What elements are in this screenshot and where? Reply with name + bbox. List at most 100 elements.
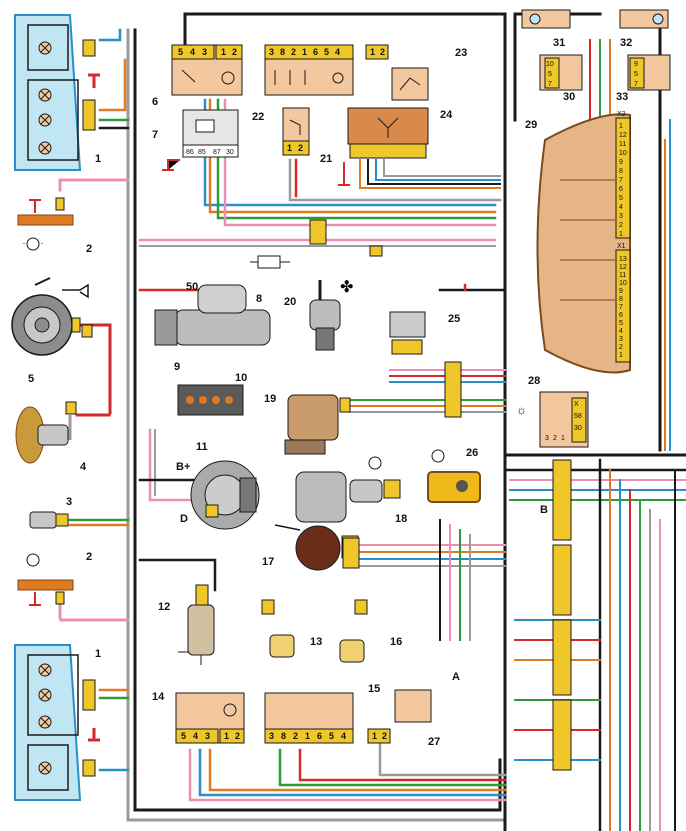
switch-33: 9 5 7 bbox=[627, 54, 671, 91]
label-15: 15 bbox=[368, 683, 380, 695]
label-12: 12 bbox=[158, 601, 170, 613]
pin: 3 bbox=[269, 731, 274, 741]
label-3: 3 bbox=[66, 496, 72, 508]
pin: 5 bbox=[181, 731, 186, 741]
switch-23 bbox=[391, 67, 429, 101]
pin: 86 bbox=[186, 149, 194, 156]
switch-22: 3 8 2 1 6 5 4 1 2 bbox=[264, 44, 389, 96]
switch-31 bbox=[521, 9, 571, 29]
label-13: 13 bbox=[310, 636, 322, 648]
pin: 9 bbox=[619, 288, 623, 295]
pin: 2 bbox=[619, 344, 623, 351]
valve-12 bbox=[178, 584, 215, 665]
cluster-x2-pins: 1 12 11 10 9 8 7 6 5 4 3 2 1 bbox=[619, 123, 627, 238]
label-10: 10 bbox=[235, 372, 247, 384]
pin: 1 bbox=[305, 731, 310, 741]
pin: 5 bbox=[178, 47, 183, 57]
headlamp-bottom bbox=[14, 644, 100, 801]
label-14: 14 bbox=[152, 691, 165, 703]
pin: 3 bbox=[269, 47, 274, 57]
label-5: 5 bbox=[28, 373, 34, 385]
brake-switch-bottom bbox=[17, 553, 74, 606]
temperature-sensor bbox=[29, 511, 69, 529]
switch-27: 1 2 bbox=[367, 689, 432, 744]
pin: 2 bbox=[235, 731, 240, 741]
pin: 7 bbox=[548, 81, 552, 88]
pin: 3 bbox=[202, 47, 207, 57]
pin: 4 bbox=[619, 328, 623, 335]
pin: 2 bbox=[232, 47, 237, 57]
cluster-x1-pins: 13 12 11 10 9 8 7 6 5 4 3 2 1 bbox=[619, 256, 627, 359]
pin: 1 bbox=[221, 47, 226, 57]
oil-pressure-sensor bbox=[15, 401, 77, 464]
pin: 1 bbox=[619, 352, 623, 359]
pin: 2 bbox=[553, 435, 557, 442]
pin: 2 bbox=[291, 47, 296, 57]
pin: 6 bbox=[317, 731, 322, 741]
lamp-icon bbox=[38, 41, 52, 155]
pin: 5 bbox=[324, 47, 329, 57]
pin: 8 bbox=[281, 731, 286, 741]
pin: 6 bbox=[313, 47, 318, 57]
label-30: 30 bbox=[563, 91, 575, 103]
pin: 7 bbox=[619, 177, 623, 184]
pin: 2 bbox=[298, 143, 303, 153]
pin: 4 bbox=[190, 47, 195, 57]
fan-icon: ✤ bbox=[340, 279, 353, 296]
label-18: 18 bbox=[395, 513, 407, 525]
pin: 6 bbox=[619, 312, 623, 319]
sensor-16 bbox=[339, 599, 368, 663]
block-b-connectors bbox=[552, 459, 572, 771]
pin: 3 bbox=[205, 731, 210, 741]
pin: 9 bbox=[634, 61, 638, 68]
switch-14: 5 4 3 1 2 bbox=[175, 692, 245, 744]
pin: 4 bbox=[619, 204, 623, 211]
pin: 9 bbox=[619, 159, 623, 166]
label-2-top: 2 bbox=[86, 243, 92, 255]
pin: 4 bbox=[341, 731, 346, 741]
light-icon: ☼ bbox=[516, 403, 527, 417]
switch-30: 10 5 7 bbox=[539, 54, 583, 91]
pin: 2 bbox=[380, 47, 385, 57]
switch-32 bbox=[619, 9, 669, 29]
pin: 5 bbox=[329, 731, 334, 741]
label-d: D bbox=[180, 513, 188, 525]
label-1-bottom: 1 bbox=[95, 648, 101, 660]
pin: 5 bbox=[619, 195, 623, 202]
washer-pump bbox=[284, 394, 351, 455]
pin: 11 bbox=[619, 272, 626, 279]
resistor-25 bbox=[389, 311, 426, 355]
label-x1: X1 bbox=[617, 243, 626, 250]
label-6: 6 bbox=[152, 96, 158, 108]
pin: 11 bbox=[619, 141, 626, 148]
pin: 1 bbox=[619, 231, 623, 238]
pin: 1 bbox=[224, 731, 229, 741]
label-33: 33 bbox=[616, 91, 628, 103]
label-a: A bbox=[452, 671, 460, 683]
switch-28: X 58 30 3 2 1 ☼ bbox=[516, 391, 589, 448]
pin: 7 bbox=[619, 304, 623, 311]
pin: 2 bbox=[293, 731, 298, 741]
label-29: 29 bbox=[525, 119, 537, 131]
pin: 58 bbox=[574, 413, 582, 420]
pin: 10 bbox=[619, 150, 627, 157]
label-1-top: 1 bbox=[95, 153, 101, 165]
pin: 85 bbox=[198, 149, 206, 156]
pin: 10 bbox=[546, 61, 554, 68]
label-4: 4 bbox=[80, 461, 87, 473]
pin: 2 bbox=[382, 731, 387, 741]
pin: 8 bbox=[280, 47, 285, 57]
switch-15: 3 8 2 1 6 5 4 bbox=[264, 692, 354, 744]
label-9: 9 bbox=[174, 361, 180, 373]
pin: 2 bbox=[619, 222, 623, 229]
label-25: 25 bbox=[448, 313, 460, 325]
starter-motor bbox=[154, 284, 271, 346]
pin: 4 bbox=[335, 47, 340, 57]
label-2-bottom: 2 bbox=[86, 551, 92, 563]
label-x2: X2 bbox=[617, 111, 626, 118]
label-8: 8 bbox=[256, 293, 262, 305]
label-22: 22 bbox=[252, 111, 264, 123]
valve-18 bbox=[349, 456, 401, 503]
pin: 1 bbox=[302, 47, 307, 57]
